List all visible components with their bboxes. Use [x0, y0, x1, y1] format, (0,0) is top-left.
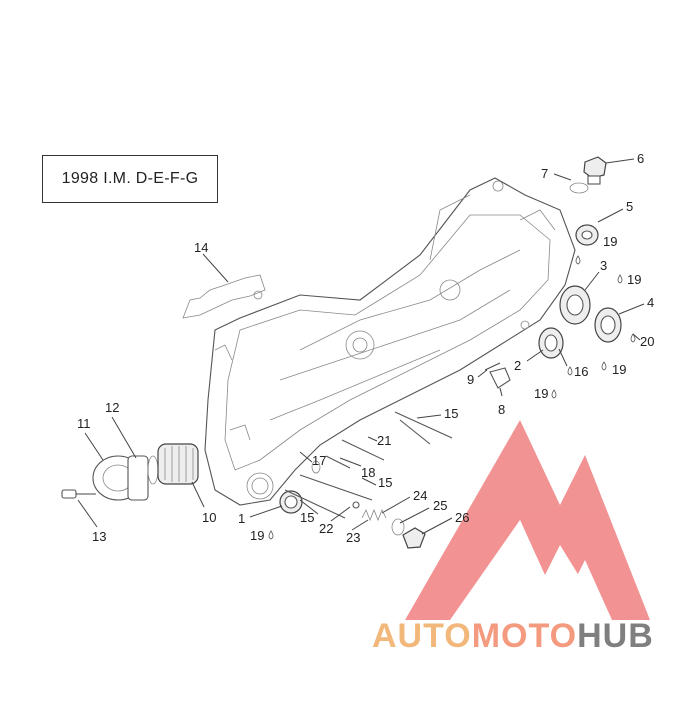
callout-19-a: 19	[603, 234, 617, 249]
callout-2: 2	[514, 358, 521, 373]
callout-12: 12	[105, 400, 119, 415]
callout-25: 25	[433, 498, 447, 513]
callout-1: 1	[238, 511, 245, 526]
callout-6: 6	[637, 151, 644, 166]
bushing-5	[575, 224, 599, 246]
ball-22	[352, 501, 360, 509]
fitting-8	[489, 367, 511, 389]
watermark-logo	[405, 420, 650, 620]
callout-11: 11	[77, 416, 91, 431]
callout-4: 4	[647, 295, 654, 310]
callout-10: 10	[202, 510, 216, 525]
callout-17: 17	[312, 453, 326, 468]
callout-7: 7	[541, 166, 548, 181]
callout-labels: 1 2 3 4 5 6 7 8 9 10 11 12 13 14 15 15 1…	[77, 151, 654, 545]
callout-14: 14	[194, 240, 208, 255]
spring-23	[361, 508, 387, 522]
callout-21: 21	[377, 433, 391, 448]
screw	[61, 489, 96, 499]
callout-5: 5	[626, 199, 633, 214]
callout-15-middle: 15	[378, 475, 392, 490]
callout-24: 24	[413, 488, 427, 503]
leader-lines	[77, 158, 645, 535]
callout-19-e: 19	[250, 528, 264, 543]
studs	[284, 411, 453, 519]
callout-19-b: 19	[627, 272, 641, 287]
filter-cover	[92, 455, 149, 501]
drops	[268, 255, 636, 540]
callout-3: 3	[600, 258, 607, 273]
gasket	[182, 274, 266, 319]
callout-13: 13	[92, 529, 106, 544]
callout-16: 16	[574, 364, 588, 379]
bearing-3	[559, 285, 591, 325]
bearing-2	[538, 327, 564, 359]
oil-filter	[157, 443, 199, 485]
callout-15-upper: 15	[444, 406, 458, 421]
model-caption-text: 1998 I.M. D-E-F-G	[61, 170, 199, 187]
callout-15-lower: 15	[300, 510, 314, 525]
model-caption: 1998 I.M. D-E-F-G	[42, 155, 218, 203]
watermark-moto: MOTO	[471, 617, 578, 655]
o-ring	[147, 455, 159, 485]
plug-6	[583, 156, 607, 185]
callout-19-d: 19	[534, 386, 548, 401]
seal-4	[594, 307, 622, 343]
washer-7	[569, 182, 589, 194]
washer-17	[311, 460, 321, 474]
callout-8: 8	[498, 402, 505, 417]
callout-20: 20	[640, 334, 654, 349]
washer-25	[391, 518, 405, 536]
callout-18: 18	[361, 465, 375, 480]
watermark-hub: HUB	[577, 617, 654, 655]
callout-23: 23	[346, 530, 360, 545]
watermark-text: AUTOMOTOHUB	[372, 617, 654, 656]
plug-26	[402, 527, 426, 549]
watermark-auto: AUTO	[372, 617, 472, 655]
seal-left	[279, 490, 303, 514]
callout-19-c: 19	[612, 362, 626, 377]
crankcase-body	[204, 177, 576, 506]
callout-22: 22	[319, 521, 333, 536]
pin-9	[484, 362, 501, 371]
callout-26: 26	[455, 510, 469, 525]
callout-9: 9	[467, 372, 474, 387]
